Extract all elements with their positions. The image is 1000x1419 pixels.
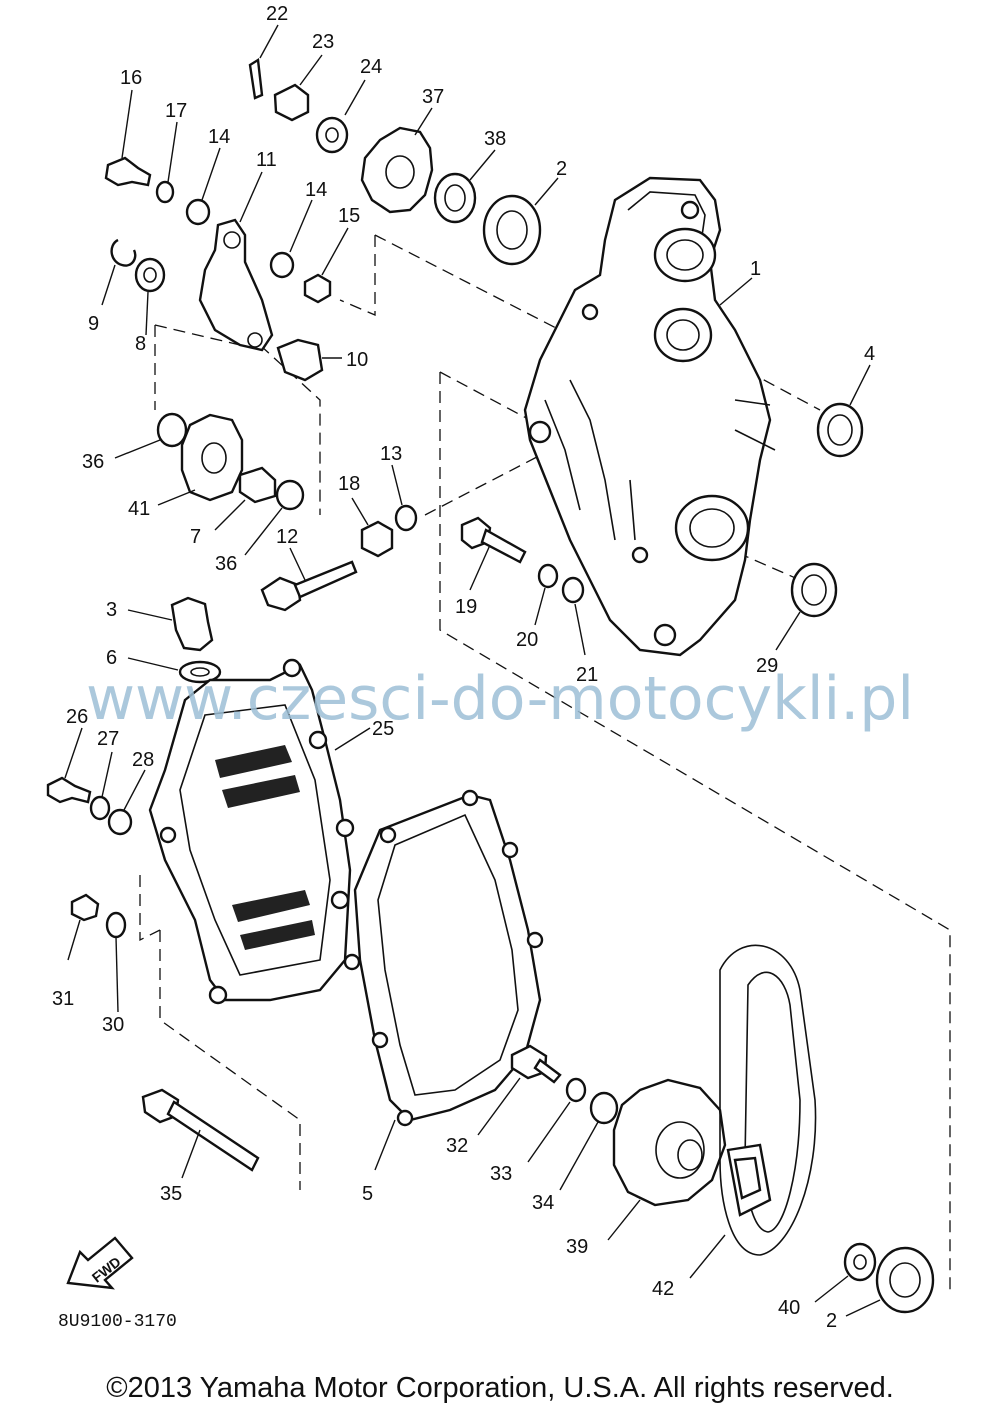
part-32-stud xyxy=(477,1044,562,1136)
callout-9: 9 xyxy=(88,313,99,335)
part-36-collar-lower xyxy=(244,479,305,556)
part-26-bolt xyxy=(46,727,92,804)
callout-42: 42 xyxy=(652,1278,674,1300)
callout-5: 5 xyxy=(362,1183,373,1205)
part-21-washer xyxy=(561,576,586,656)
callout-30: 30 xyxy=(102,1014,124,1036)
assembly-dashed-lines xyxy=(139,234,951,1290)
part-39-drive-sprocket xyxy=(607,1078,727,1241)
callout-17: 17 xyxy=(165,100,187,122)
part-16-bolt xyxy=(104,89,152,187)
callout-39: 39 xyxy=(566,1236,588,1258)
callout-41: 41 xyxy=(128,498,150,520)
part-27-lock-washer xyxy=(89,751,113,821)
callout-12: 12 xyxy=(276,526,298,548)
part-23-nut xyxy=(273,54,323,122)
website-watermark: www.czesci-do-motocykli.pl xyxy=(85,664,915,734)
callout-35: 35 xyxy=(160,1183,182,1205)
callout-40: 40 xyxy=(778,1297,800,1319)
callout-36: 36 xyxy=(82,451,104,473)
callout-36: 36 xyxy=(215,553,237,575)
callout-20: 20 xyxy=(516,629,538,651)
part-19-bolt xyxy=(460,516,527,591)
part-14-washer-left xyxy=(185,147,221,226)
callout-1: 1 xyxy=(750,258,761,280)
callout-21: 21 xyxy=(576,664,598,686)
callout-23: 23 xyxy=(312,31,334,53)
callout-3: 3 xyxy=(106,599,117,621)
callout-19: 19 xyxy=(455,596,477,618)
diagram-reference-code: 8U9100-3170 xyxy=(58,1312,177,1332)
part-3-drain-plug xyxy=(127,596,214,652)
callout-4: 4 xyxy=(864,343,875,365)
part-41-idler-sprocket xyxy=(157,413,244,506)
callout-33: 33 xyxy=(490,1163,512,1185)
callout-13: 13 xyxy=(380,443,402,465)
part-38-collar xyxy=(433,149,496,224)
callout-29: 29 xyxy=(756,655,778,677)
part-9-circlip xyxy=(101,238,137,306)
part-42-chain xyxy=(689,944,817,1279)
callout-16: 16 xyxy=(120,67,142,89)
callout-38: 38 xyxy=(484,128,506,150)
callout-15: 15 xyxy=(338,205,360,227)
part-29-oil-seal xyxy=(775,562,838,651)
callout-24: 24 xyxy=(360,56,382,78)
callout-2: 2 xyxy=(826,1310,837,1332)
callout-7: 7 xyxy=(190,526,201,548)
part-12-bolt xyxy=(260,547,358,612)
part-31-bolt xyxy=(67,893,100,961)
part-25-cover xyxy=(148,658,371,1005)
part-10-pivot-pin xyxy=(276,338,342,382)
part-13-washer xyxy=(391,464,418,532)
forward-arrow-icon: FWD xyxy=(66,1236,134,1290)
part-28-washer xyxy=(107,769,146,836)
callout-25: 25 xyxy=(372,718,394,740)
part-8-washer xyxy=(134,257,166,336)
part-40-washer xyxy=(814,1242,877,1303)
part-14-washer-right xyxy=(269,199,313,279)
part-18-spacer xyxy=(351,497,394,558)
callout-18: 18 xyxy=(338,473,360,495)
callout-2: 2 xyxy=(556,158,567,180)
callout-28: 28 xyxy=(132,749,154,771)
callout-14: 14 xyxy=(305,179,327,201)
part-2-bearing-lower xyxy=(845,1246,935,1317)
part-7-bushing xyxy=(214,466,277,531)
callout-34: 34 xyxy=(532,1192,554,1214)
part-17-lock-washer xyxy=(155,121,178,204)
callout-26: 26 xyxy=(66,706,88,728)
callout-37: 37 xyxy=(422,86,444,108)
callout-22: 22 xyxy=(266,3,288,25)
part-33-lock-washer xyxy=(527,1077,587,1163)
callout-31: 31 xyxy=(52,988,74,1010)
callout-27: 27 xyxy=(97,728,119,750)
part-4-oil-seal xyxy=(816,364,871,458)
part-35-bolt xyxy=(141,1088,260,1179)
part-11-tensioner-arm xyxy=(198,171,274,352)
part-5-gasket xyxy=(343,789,544,1171)
callout-labels: 1 2 2 3 4 5 6 7 8 9 10 11 12 13 14 14 15… xyxy=(52,3,875,1332)
callout-6: 6 xyxy=(106,647,117,669)
part-24-washer xyxy=(315,79,366,154)
part-36-collar-upper xyxy=(114,412,188,459)
part-15-nut xyxy=(303,227,349,304)
copyright-notice: ©2013 Yamaha Motor Corporation, U.S.A. A… xyxy=(106,1372,894,1404)
part-20-lock-washer xyxy=(534,563,559,626)
part-37-sprocket xyxy=(360,107,434,214)
callout-11: 11 xyxy=(256,149,277,171)
part-2-bearing-upper xyxy=(482,177,559,266)
part-34-washer xyxy=(559,1091,619,1191)
part-6-gasket xyxy=(127,657,222,684)
part-1-housing xyxy=(523,176,776,657)
callout-10: 10 xyxy=(346,349,368,371)
callout-8: 8 xyxy=(135,333,146,355)
part-22-cotter-pin xyxy=(248,24,279,100)
callout-14: 14 xyxy=(208,126,230,148)
callout-32: 32 xyxy=(446,1135,468,1157)
part-30-washer xyxy=(105,911,127,1013)
